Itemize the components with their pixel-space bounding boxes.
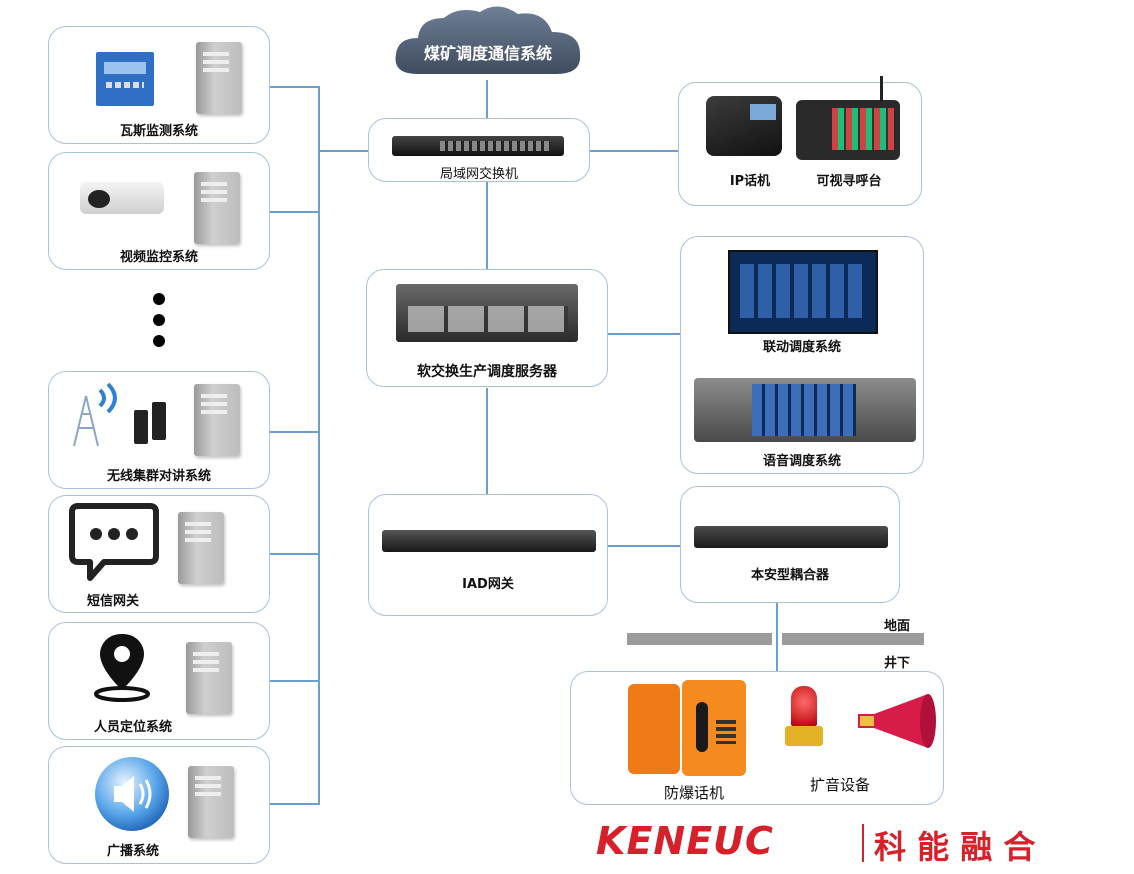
iad-gateway-image [382, 530, 596, 552]
video-paging-console-image [796, 76, 900, 160]
linkage-screen-image [728, 250, 878, 334]
network-switch-image [392, 136, 564, 156]
left-label-radio: 无线集群对讲系统 [106, 469, 211, 484]
server-to-dispatch-line [608, 333, 680, 335]
cloud-icon [395, 6, 581, 74]
explosion-proof-phone-image [628, 680, 746, 776]
ground-divider-left [627, 633, 772, 645]
left-branch-3 [270, 431, 320, 433]
cloud-to-switch-line [486, 80, 488, 120]
ellipsis-dot [153, 335, 165, 347]
left-branch-2 [270, 211, 320, 213]
bus-to-switch-line [318, 150, 370, 152]
voice-label: 语音调度系统 [762, 454, 841, 469]
radio-tower-icon [73, 382, 117, 447]
server-icon [186, 642, 232, 714]
server-icon [194, 172, 240, 244]
left-label-sms: 短信网关 [86, 594, 139, 609]
coupler-label: 本安型耦合器 [750, 568, 829, 583]
cloud-label: 煤矿调度通信系统 [423, 44, 552, 63]
left-label-location: 人员定位系统 [93, 720, 172, 735]
left-branch-4 [270, 553, 320, 555]
linkage-label: 联动调度系统 [762, 340, 841, 355]
underground-label: 井下 [884, 656, 911, 671]
switch-to-phones-line [590, 150, 678, 152]
camera-icon [80, 182, 164, 214]
server-icon [188, 766, 234, 838]
ellipsis-dot [153, 293, 165, 305]
left-box-location[interactable] [48, 622, 270, 740]
brand-logo-latin: KENEUC [596, 819, 774, 863]
left-label-gas: 瓦斯监测系统 [119, 124, 198, 139]
iad-label: IAD网关 [462, 577, 514, 592]
server-to-iad-line [486, 388, 488, 494]
location-pin-icon [94, 634, 150, 702]
server-icon [178, 512, 224, 584]
horn-speaker-icon [858, 694, 936, 748]
dispatch-server-image [396, 284, 578, 342]
video-paging-label: 可视寻呼台 [816, 174, 882, 189]
ellipsis-dot [153, 314, 165, 326]
ip-phone-label: IP话机 [729, 174, 771, 189]
server-label: 软交换生产调度服务器 [417, 364, 557, 380]
ip-phone-image [706, 96, 782, 156]
brand-divider [862, 824, 864, 862]
iad-to-coupler-line [608, 545, 680, 547]
gas-monitor-panel [96, 52, 154, 106]
broadcast-device-label: 扩音设备 [809, 776, 870, 794]
left-bus-line [318, 86, 320, 804]
brand-logo-chinese: 科 能 融 合 [874, 828, 1036, 866]
server-icon [196, 42, 242, 114]
coupler-to-underground-line [776, 603, 778, 671]
ground-divider-right [782, 633, 924, 645]
left-label-video: 视频监控系统 [119, 250, 198, 265]
left-branch-1 [270, 86, 320, 88]
left-branch-6 [270, 803, 320, 805]
server-icon [194, 384, 240, 456]
coupler-device-image [694, 526, 888, 548]
switch-to-server-line [486, 182, 488, 270]
iad-box[interactable] [368, 494, 608, 616]
switch-label: 局域网交换机 [439, 167, 518, 182]
alarm-light-image [783, 686, 825, 748]
explosion-proof-phone-label: 防爆话机 [663, 784, 724, 802]
surface-label: 地面 [884, 619, 911, 634]
left-branch-5 [270, 680, 320, 682]
left-label-broadcast: 广播系统 [106, 844, 159, 859]
message-bubble-icon [69, 503, 159, 581]
speaker-icon [95, 757, 169, 831]
voice-console-image [694, 378, 916, 442]
walkie-talkie-icon [152, 402, 166, 440]
walkie-talkie-icon [134, 410, 148, 444]
